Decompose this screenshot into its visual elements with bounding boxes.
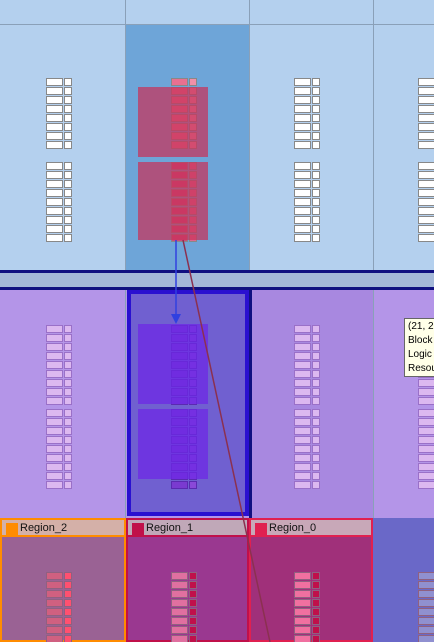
slice-stack-bottom[interactable]	[171, 572, 197, 642]
region-0-area[interactable]	[249, 518, 373, 642]
tooltip-line: Logic	[408, 349, 432, 360]
placed-block-mid-1[interactable]	[138, 324, 208, 404]
tile-highlight-middle[interactable]	[249, 290, 373, 518]
region-name: Region_0	[269, 522, 317, 534]
slice-stack-top[interactable]	[418, 78, 434, 150]
slice-stack-middle[interactable]	[418, 409, 434, 490]
region-label-0[interactable]: Region_2 Region_0	[249, 518, 373, 537]
grid-line	[373, 290, 374, 518]
placed-block-top-2[interactable]	[138, 162, 208, 240]
net-line	[182, 239, 271, 642]
slice-stack-bottom[interactable]	[294, 572, 320, 642]
tooltip-line: (21, 2	[408, 321, 434, 332]
region-2-area[interactable]	[0, 518, 126, 642]
region-color-swatch	[255, 523, 267, 535]
region-name: Region_2	[20, 522, 68, 534]
tooltip-line: Resou	[408, 363, 434, 374]
grid-line	[125, 290, 126, 518]
slice-stack-top[interactable]	[46, 78, 72, 150]
region-name: Region_1	[146, 522, 194, 534]
slice-stack-bottom[interactable]	[46, 572, 72, 642]
slice-stack-middle[interactable]	[294, 409, 320, 490]
slice-stack-middle[interactable]	[294, 325, 320, 406]
slice-stack-top[interactable]	[418, 162, 434, 243]
tooltip-line: Block	[408, 335, 433, 346]
grid-line	[0, 24, 434, 25]
placed-block-mid-2[interactable]	[138, 409, 208, 479]
grid-line	[373, 0, 374, 270]
slice-stack-middle[interactable]	[46, 325, 72, 406]
slice-stack-middle[interactable]	[46, 409, 72, 490]
grid-line	[125, 0, 126, 270]
slice-stack-top[interactable]	[294, 78, 320, 150]
tile-info-tooltip: (21, 2 Block Logic Resou	[404, 318, 434, 377]
region-color-swatch	[6, 523, 18, 535]
placed-block-top-1[interactable]	[138, 87, 208, 157]
net-arrow-head	[171, 314, 181, 324]
slice-stack-top[interactable]	[46, 162, 72, 243]
row-separator	[0, 270, 434, 290]
region-color-swatch	[132, 523, 144, 535]
region-label-1[interactable]: Region_1	[126, 518, 249, 537]
slice-stack-top[interactable]	[294, 162, 320, 243]
region-label-2[interactable]: Region_2	[0, 518, 126, 537]
grid-line	[249, 0, 250, 270]
slice-stack-bottom[interactable]	[418, 572, 434, 642]
